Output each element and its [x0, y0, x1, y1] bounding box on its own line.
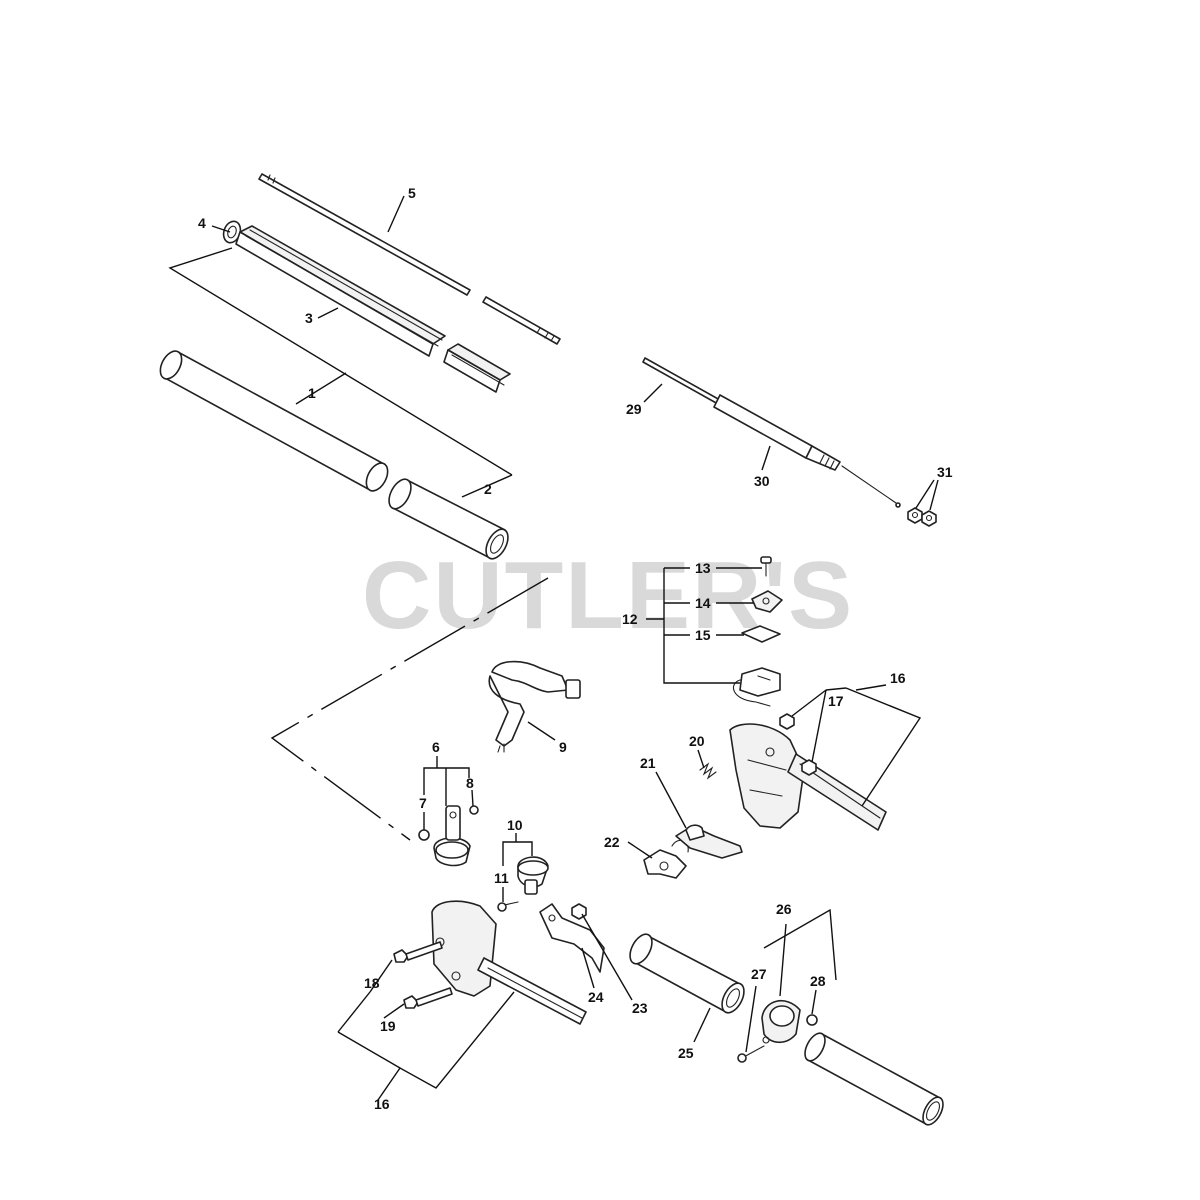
- callout-16-upper: 16: [890, 670, 906, 686]
- callout-11: 11: [494, 870, 509, 886]
- part-15-gasket: [741, 625, 781, 643]
- callout-16-lower: 16: [374, 1096, 390, 1112]
- part-24-throttle-trigger: [539, 903, 605, 973]
- callout-13: 13: [695, 560, 711, 576]
- watermark-text: CUTLER'S: [362, 542, 854, 649]
- callout-7: 7: [419, 795, 427, 811]
- callout-17: 17: [828, 693, 844, 709]
- part-21-lockout-lever: [675, 824, 743, 859]
- callout-9: 9: [559, 739, 567, 755]
- part-31-nuts: [907, 507, 937, 527]
- part-13-screw: [760, 556, 772, 577]
- part-18-screw: [393, 941, 443, 963]
- callout-23: 23: [632, 1000, 648, 1016]
- part-26-27-28-clamp: [737, 999, 818, 1063]
- callout-25: 25: [678, 1045, 694, 1061]
- part-1-main-tube: [159, 350, 389, 492]
- part-7-8-clamp: [418, 805, 479, 867]
- callout-10: 10: [507, 817, 523, 833]
- part-25-grip-sleeve: [629, 933, 745, 1014]
- callout-14: 14: [695, 595, 711, 611]
- callout-27: 27: [751, 966, 767, 982]
- part-20-spring: [699, 762, 717, 780]
- callout-30: 30: [754, 473, 770, 489]
- callout-6: 6: [432, 739, 440, 755]
- callout-18: 18: [364, 975, 380, 991]
- callout-labels: 1 2 3 4 5 6 7 8 9 10 11 12 13 14 15 16 1…: [198, 185, 953, 1112]
- part-16-handle-housing-lower: [431, 900, 587, 1025]
- callout-26: 26: [776, 901, 792, 917]
- callout-3: 3: [305, 310, 313, 326]
- part-29-30-throttle-cable: [642, 357, 901, 508]
- callout-29: 29: [626, 401, 642, 417]
- callout-22: 22: [604, 834, 620, 850]
- callout-21: 21: [640, 755, 656, 771]
- callout-8: 8: [466, 775, 474, 791]
- callout-24: 24: [588, 989, 604, 1005]
- lower-tube: [804, 1032, 944, 1126]
- part-16-handle-housing-upper: [729, 723, 887, 831]
- part-22-switch-lever: [643, 839, 689, 879]
- callout-12: 12: [622, 611, 638, 627]
- part-10-11-clamp: [497, 856, 549, 912]
- callout-1: 1: [308, 385, 316, 401]
- part-17-nuts: [779, 713, 817, 776]
- callout-20: 20: [689, 733, 705, 749]
- callout-19: 19: [380, 1018, 396, 1034]
- callout-2: 2: [484, 481, 492, 497]
- callout-4: 4: [198, 215, 206, 231]
- leader-lines: [168, 195, 939, 1101]
- part-9-shoulder-strap: [488, 660, 581, 753]
- part-12-stop-switch: [732, 667, 781, 707]
- part-19-screw: [403, 987, 453, 1009]
- part-3-shaft-liner: [235, 225, 511, 393]
- callout-28: 28: [810, 973, 826, 989]
- callout-5: 5: [408, 185, 416, 201]
- callout-31: 31: [937, 464, 953, 480]
- part-2-sleeve: [388, 478, 509, 560]
- part-14-switch-cover: [751, 590, 783, 613]
- part-5-drive-shaft: [258, 173, 561, 345]
- callout-15: 15: [695, 627, 711, 643]
